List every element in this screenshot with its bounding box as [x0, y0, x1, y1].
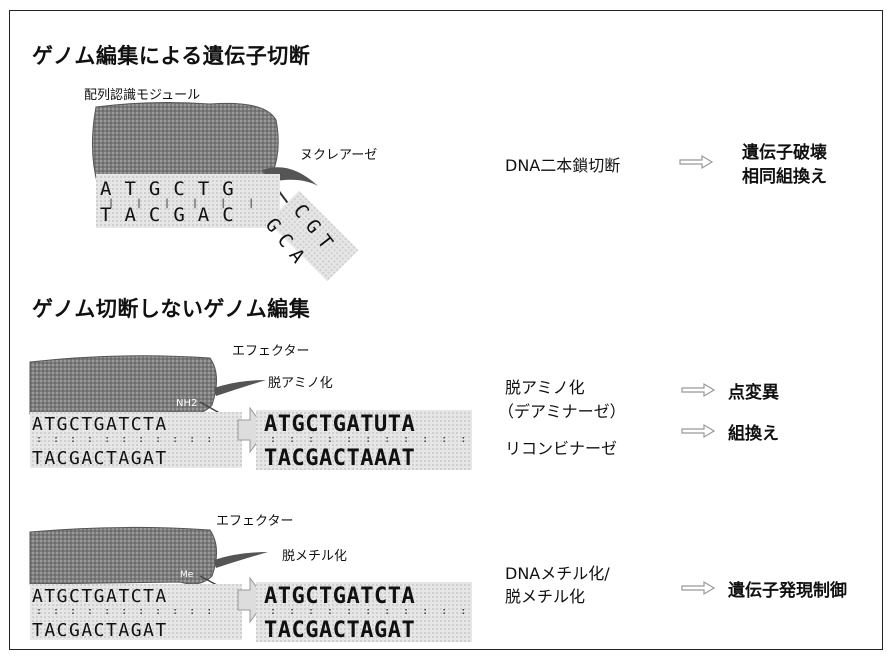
result-b-band — [256, 582, 472, 642]
effector-b-shape — [29, 526, 217, 585]
seq-b-bottom: TACGACTAGAT — [32, 620, 168, 641]
seq-a-bonds: ::::::::::: — [36, 434, 224, 445]
seq-b-band — [30, 584, 242, 640]
arrow-s1 — [679, 154, 714, 170]
effector-b-label: エフェクター — [216, 514, 294, 529]
seq-b-top: ATGCTGATCTA — [32, 586, 168, 607]
seq-a-top: ATGCTGATCTA — [32, 414, 168, 435]
recognition-module-label: 配列認識モジュール — [84, 88, 201, 103]
arrow-a2 — [681, 423, 716, 439]
effector-b-action: 脱メチル化 — [282, 549, 348, 564]
result-a-band — [256, 410, 472, 470]
result-b-bottom: TACGACTAGAT — [264, 618, 416, 643]
seq-a-band — [30, 412, 242, 468]
a-process-1b: （デアミナーゼ） — [498, 402, 626, 421]
seq-a-bottom: TACGACTAGAT — [32, 448, 168, 469]
effector-b-tail — [214, 552, 268, 568]
s1-process: DNA二本鎖切断 — [505, 156, 621, 175]
a-outcome-1: 点変異 — [728, 383, 779, 403]
nuclease-label: ヌクレアーゼ — [300, 148, 378, 163]
figure-frame — [9, 10, 883, 650]
s1-outcome-1: 遺伝子破壊 — [742, 143, 827, 163]
nh2-marker: NH2 — [176, 398, 198, 409]
b-outcome-1: 遺伝子発現制御 — [728, 581, 847, 601]
effector-a-label: エフェクター — [232, 344, 310, 359]
a-outcome-2: 組換え — [728, 424, 779, 444]
result-a-bottom: TACGACTAAAT — [264, 446, 416, 471]
b-process-1: DNAメチル化/ — [505, 564, 610, 583]
seq1-bottom: TACGAC — [100, 204, 247, 226]
nuclease-tail-shape — [262, 167, 318, 186]
arrow-a1 — [681, 382, 716, 398]
effector-a-tail — [214, 380, 266, 396]
seq1-top: ATGCTG — [100, 178, 247, 200]
effector-a-action: 脱アミノ化 — [268, 376, 333, 391]
section2-title: ゲノム切断しないゲノム編集 — [32, 297, 311, 321]
arrow-b1 — [681, 580, 716, 596]
a-process-2: リコンビナーゼ — [505, 439, 618, 458]
result-a-top: ATGCTGATUTA — [264, 412, 416, 437]
s1-outcome-2: 相同組換え — [742, 167, 827, 187]
seq1-band — [96, 174, 280, 228]
seq-b-bonds: ::::::::::: — [36, 606, 224, 617]
seq1-bonds: |||||| — [108, 198, 277, 209]
result-b-top: ATGCTGATCTA — [264, 584, 416, 609]
recognition-module-shape — [91, 102, 279, 187]
me-marker: Me — [180, 570, 194, 580]
cut-fragment-band — [267, 190, 359, 282]
a-process-1: 脱アミノ化 — [505, 378, 585, 397]
b-process-1b: 脱メチル化 — [505, 587, 586, 606]
result-b-bonds: ::::::::::: — [270, 606, 480, 617]
result-a-bonds: ::::::::::: — [270, 434, 480, 445]
section1-title: ゲノム編集による遺伝子切断 — [32, 44, 311, 68]
